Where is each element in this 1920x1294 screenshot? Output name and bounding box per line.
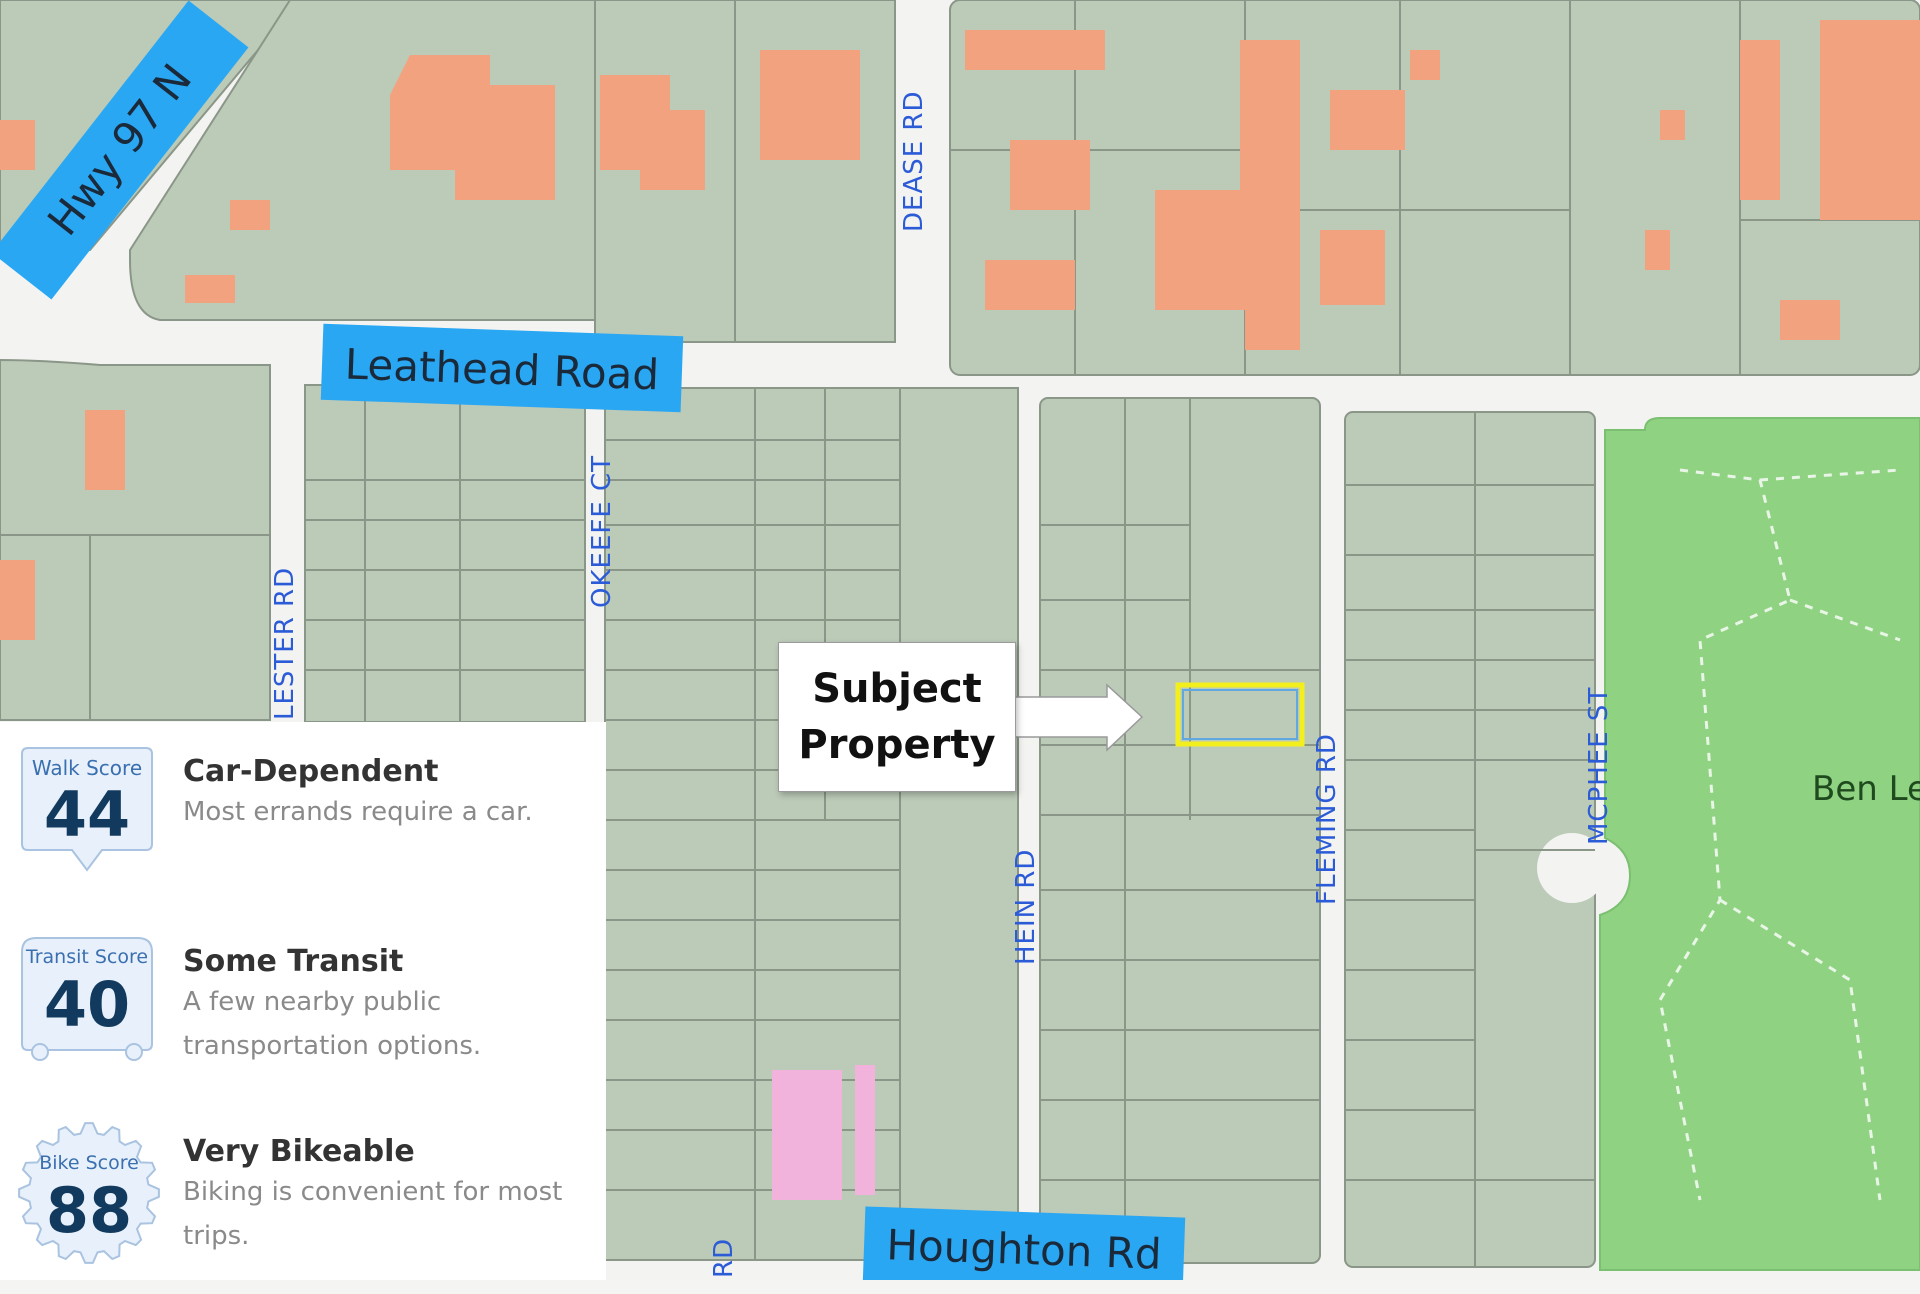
walk-score-desc: Most errands require a car. [183,790,583,834]
pink-buildings [772,1065,875,1200]
bus-badge-icon [21,937,153,1061]
bike-desc-line-2: trips. [183,1221,250,1251]
gear-badge-icon [18,1122,160,1264]
walk-badge-icon [21,747,153,872]
leathead-banner: Leathead Road [320,323,684,413]
score-panel: Walk Score 44 Car-Dependent Most errands… [0,722,606,1280]
leathead-label: Leathead Road [344,340,660,400]
transit-score-badge: Transit Score 40 [20,934,154,1074]
bike-score-value: 88 [45,1174,133,1247]
subject-property-outline[interactable] [1175,682,1305,747]
houghton-banner: Houghton Rd [862,1206,1186,1280]
callout-line-1: Subject [812,666,982,712]
walk-desc-line-1: Most errands require a car. [183,797,533,827]
buildings [0,20,1920,640]
bike-score-desc: Biking is convenient for most trips. [183,1170,583,1258]
houghton-label: Houghton Rd [886,1220,1163,1279]
transit-badge-label: Transit Score [25,946,149,968]
bike-score-title: Very Bikeable [183,1134,415,1169]
transit-desc-line-2: transportation options. [183,1031,482,1061]
transit-score-title: Some Transit [183,944,404,979]
subject-property-inner [1182,689,1298,740]
walk-badge-label: Walk Score [31,756,143,780]
transit-score-value: 40 [43,968,131,1041]
street-label-partial: RD [709,1238,739,1278]
walk-score-row[interactable]: Walk Score 44 Car-Dependent Most errands… [0,734,606,914]
bike-desc-line-1: Biking is convenient for most [183,1177,563,1207]
park-trails [1658,468,1901,1201]
transit-desc-line-1: A few nearby public [183,987,442,1017]
street-label-hein: HEIN RD [1011,849,1041,965]
callout-arrow-icon [1011,683,1144,752]
park-label: Ben Le [1812,769,1920,809]
street-label-lester: LESTER RD [270,567,300,720]
bike-badge-label: Bike Score [39,1152,139,1174]
walk-score-title: Car-Dependent [183,754,439,789]
bike-score-badge: Bike Score 88 [14,1118,160,1268]
street-label-dease: DEASE RD [899,90,929,232]
walk-score-badge: Walk Score 44 [20,744,154,884]
street-label-fleming: FLEMING RD [1312,733,1342,905]
walk-score-value: 44 [43,778,131,851]
street-label-mcphee: MCPHEE ST [1584,687,1614,845]
street-label-okeefe: OKEEFE CT [587,455,617,608]
callout-line-2: Property [798,722,996,768]
subject-property-callout: Subject Property [778,642,1016,792]
park-area [1599,417,1920,1271]
transit-score-row[interactable]: Transit Score 40 Some Transit A few near… [0,924,606,1104]
bike-score-row[interactable]: Bike Score 88 Very Bikeable Biking is co… [0,1114,606,1294]
transit-score-desc: A few nearby public transportation optio… [183,980,583,1068]
parcel-blocks-south [304,384,1596,1268]
